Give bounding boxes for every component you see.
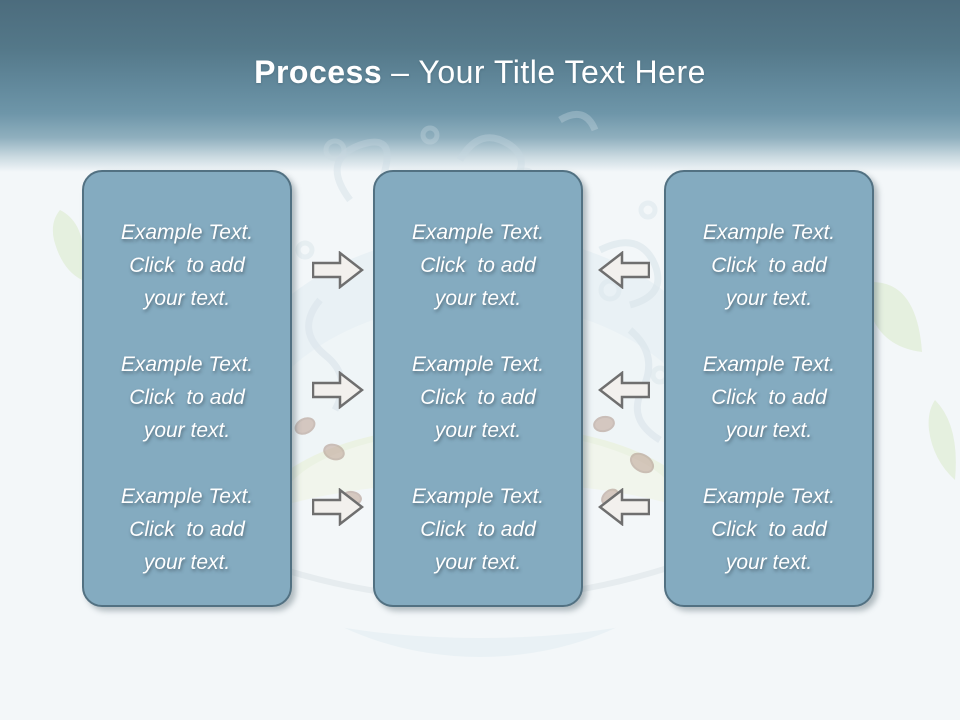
text-placeholder[interactable]: Example Text. Click to add your text. <box>702 221 836 310</box>
process-box-right[interactable]: Example Text. Click to add your text. Ex… <box>664 170 874 607</box>
text-placeholder[interactable]: Example Text. Click to add your text. <box>411 485 545 574</box>
header-gradient-band <box>0 0 960 172</box>
block-arrow-left-icon <box>598 371 650 409</box>
process-box-left[interactable]: Example Text. Click to add your text. Ex… <box>82 170 292 607</box>
text-placeholder[interactable]: Example Text. Click to add your text. <box>120 353 254 442</box>
text-placeholder[interactable]: Example Text. Click to add your text. <box>702 353 836 442</box>
block-arrow-right-icon <box>312 371 364 409</box>
slide-title: Process–Your Title Text Here <box>0 52 960 92</box>
text-placeholder[interactable]: Example Text. Click to add your text. <box>702 485 836 574</box>
text-placeholder[interactable]: Example Text. Click to add your text. <box>411 221 545 310</box>
text-placeholder[interactable]: Example Text. Click to add your text. <box>120 485 254 574</box>
process-box-middle[interactable]: Example Text. Click to add your text. Ex… <box>373 170 583 607</box>
text-placeholder[interactable]: Example Text. Click to add your text. <box>120 221 254 310</box>
text-placeholder[interactable]: Example Text. Click to add your text. <box>411 353 545 442</box>
slide-title-emphasis: Process <box>254 54 383 90</box>
block-arrow-right-icon <box>312 251 364 289</box>
slide-title-separator: – <box>391 54 410 90</box>
block-arrow-left-icon <box>598 488 650 526</box>
block-arrow-right-icon <box>312 488 364 526</box>
block-arrow-left-icon <box>598 251 650 289</box>
slide-title-text: Your Title Text Here <box>418 54 706 90</box>
